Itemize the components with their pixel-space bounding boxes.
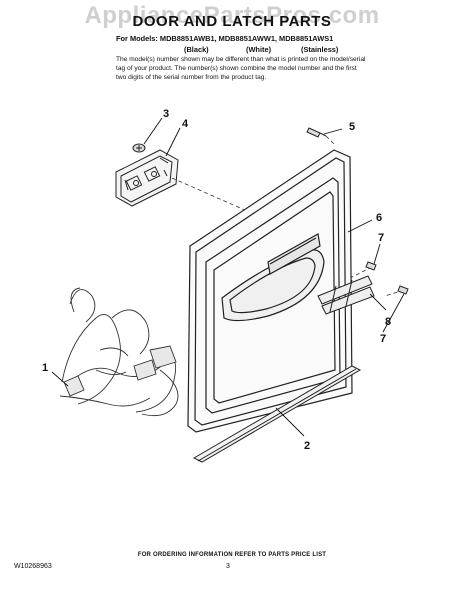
color-label-black: (Black) <box>184 45 209 54</box>
page-number: 3 <box>226 563 230 570</box>
callout-5: 5 <box>349 121 355 133</box>
document-part-number: W10268963 <box>14 563 52 570</box>
clip-part-7-top <box>365 261 377 271</box>
callout-4: 4 <box>182 118 189 130</box>
screw-part-5 <box>306 127 327 138</box>
callout-2: 2 <box>304 440 310 452</box>
screw-part-3 <box>132 143 146 153</box>
models-line: For Models: MDB8851AWB1, MDB8851AWW1, MD… <box>116 34 334 43</box>
callout-3: 3 <box>163 108 169 120</box>
callout-6: 6 <box>376 212 382 224</box>
color-label-stainless: (Stainless) <box>301 45 339 54</box>
callout-8: 8 <box>385 316 391 328</box>
bottom-trim-part <box>192 365 362 463</box>
model-note: The model(s) number shown may be differe… <box>116 56 366 81</box>
door-panel-part <box>187 149 353 433</box>
watermark: AppliancePartsPros.com <box>84 2 380 29</box>
ordering-info: FOR ORDERING INFORMATION REFER TO PARTS … <box>137 552 327 558</box>
callout-7-top: 7 <box>378 232 384 244</box>
callout-1: 1 <box>42 362 48 374</box>
callout-7-bottom: 7 <box>380 333 386 345</box>
latch-module-part <box>115 149 179 207</box>
bracket-part <box>317 275 375 315</box>
leader-lines <box>51 117 405 437</box>
color-label-white: (White) <box>246 45 272 54</box>
page-title: DOOR AND LATCH PARTS <box>132 13 332 30</box>
wire-harness-part <box>59 287 179 417</box>
clip-part-7-bottom <box>397 285 409 295</box>
